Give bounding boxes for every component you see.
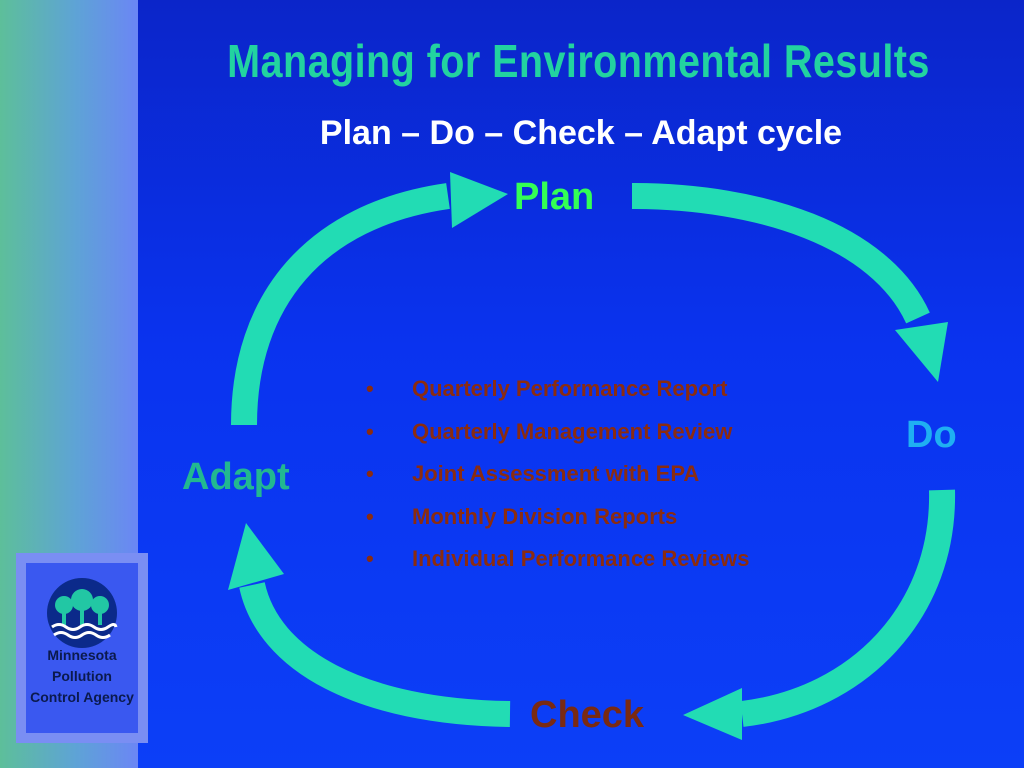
slide-subtitle: Plan – Do – Check – Adapt cycle (319, 114, 843, 152)
list-item: •Quarterly Performance Report (360, 368, 840, 411)
list-item: •Individual Performance Reviews (360, 538, 840, 581)
activity-list: •Quarterly Performance Report •Quarterly… (360, 368, 840, 581)
arrow-check-to-adapt (239, 581, 511, 727)
arrowhead-check (683, 688, 742, 740)
arrowhead-adapt (228, 523, 284, 590)
trees-water-icon (47, 578, 118, 648)
arrow-adapt-to-plan (231, 183, 450, 426)
agency-name: Minnesota Pollution Control Agency (30, 647, 134, 705)
list-item: •Monthly Division Reports (360, 496, 840, 539)
stage-adapt-label: Adapt (182, 456, 290, 498)
agency-logo: Minnesota Pollution Control Agency (16, 553, 148, 743)
stage-check-label: Check (530, 694, 645, 736)
arrow-do-to-check (740, 489, 956, 727)
bullet-icon: • (366, 461, 374, 486)
stage-plan-label: Plan (514, 176, 595, 218)
bullet-icon: • (366, 546, 374, 571)
arrowhead-plan (450, 172, 508, 228)
bullet-icon: • (366, 376, 374, 401)
stage-do-label: Do (906, 414, 957, 456)
arrow-plan-to-do (631, 183, 930, 324)
bullet-icon: • (366, 503, 374, 529)
arrowhead-do (895, 322, 948, 382)
bullet-icon: • (366, 418, 374, 444)
list-item: •Joint Assessment with EPA (360, 453, 840, 496)
slide-title: Managing for Environmental Results (227, 35, 930, 87)
list-item: •Quarterly Management Review (360, 411, 840, 454)
